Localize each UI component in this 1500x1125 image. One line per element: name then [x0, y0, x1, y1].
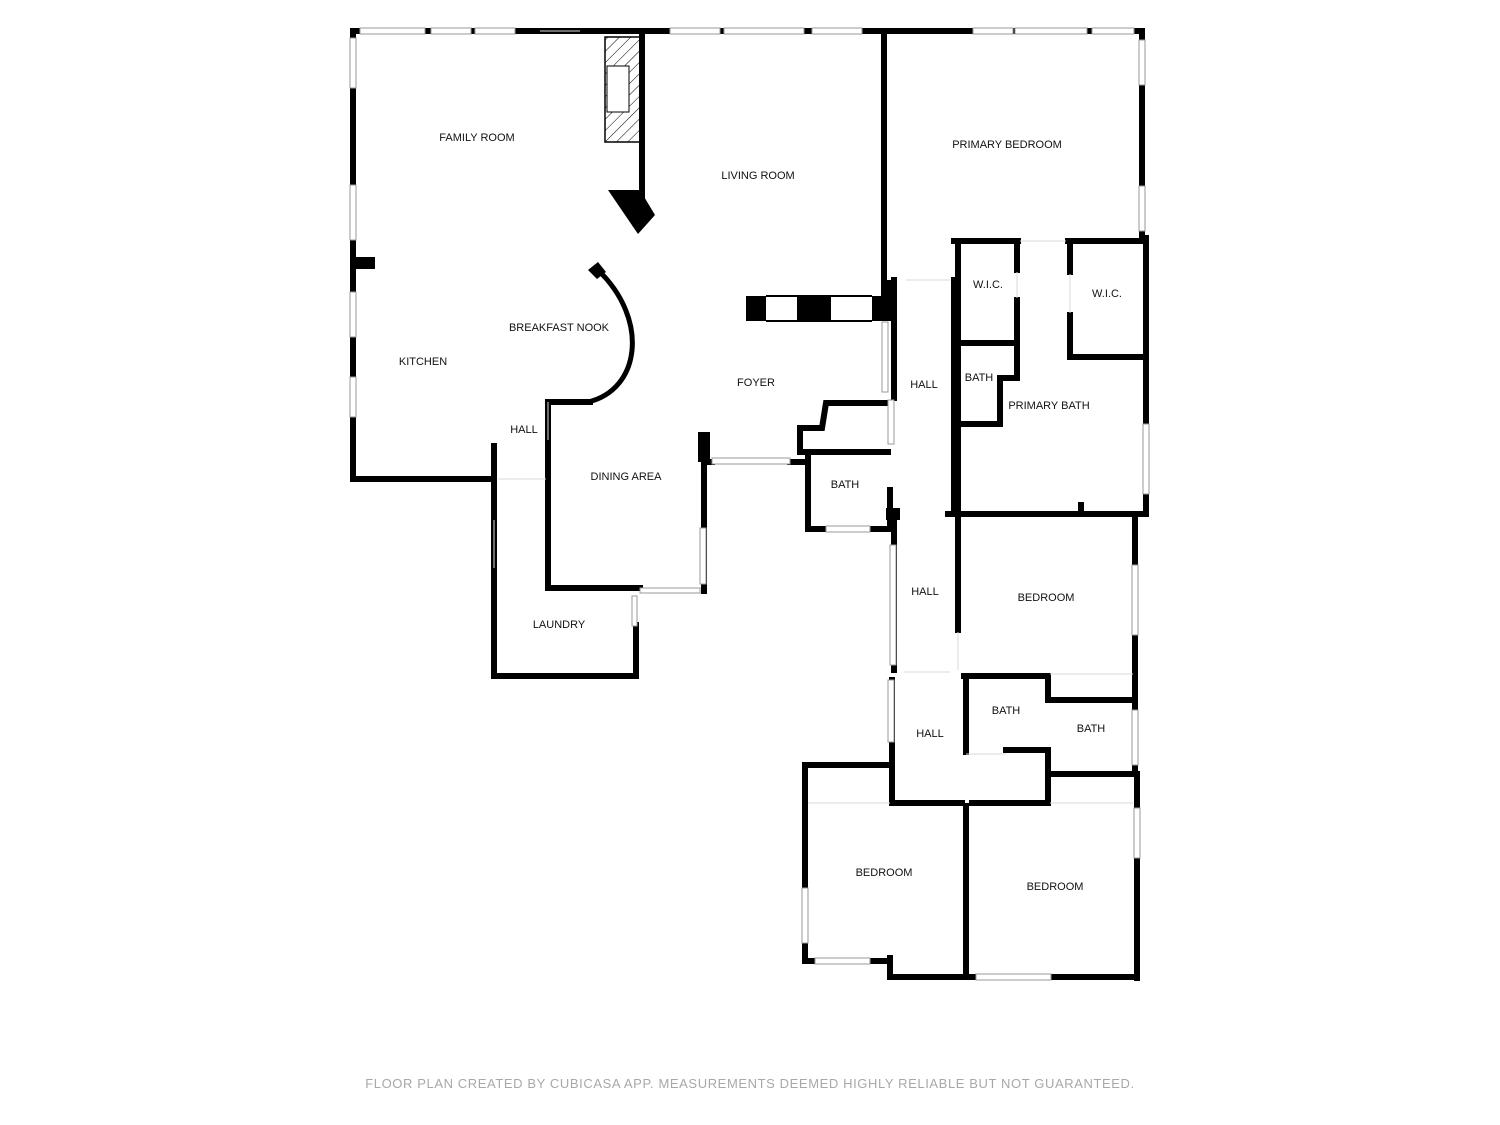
label-hall-lower: HALL	[916, 728, 944, 740]
disclaimer-footer: FLOOR PLAN CREATED BY CUBICASA APP. MEAS…	[365, 1076, 1135, 1091]
label-hall-middle: HALL	[911, 586, 939, 598]
interior-walls	[353, 28, 1149, 980]
label-primary-bath: PRIMARY BATH	[1008, 400, 1089, 412]
windows	[349, 27, 1150, 981]
label-wic-right: W.I.C.	[1092, 288, 1122, 300]
label-bedroom-middle: BEDROOM	[1018, 592, 1075, 604]
room-labels: FAMILY ROOM LIVING ROOM PRIMARY BEDROOM …	[399, 132, 1122, 893]
label-breakfast-nook: BREAKFAST NOOK	[509, 322, 610, 334]
label-hall-upper: HALL	[910, 379, 938, 391]
label-bath-lower-left: BATH	[992, 705, 1021, 717]
label-laundry: LAUNDRY	[533, 619, 586, 631]
label-bedroom-lower-left: BEDROOM	[856, 867, 913, 879]
label-wic-left: W.I.C.	[973, 279, 1003, 291]
label-family-room: FAMILY ROOM	[439, 132, 514, 144]
label-bath-center: BATH	[831, 479, 860, 491]
label-primary-bedroom: PRIMARY BEDROOM	[952, 139, 1062, 151]
label-bath-lower-right: BATH	[1077, 723, 1106, 735]
label-bedroom-lower-right: BEDROOM	[1027, 881, 1084, 893]
label-kitchen: KITCHEN	[399, 356, 447, 368]
openings	[493, 30, 1133, 804]
label-hall-kitchen: HALL	[510, 424, 538, 436]
label-foyer: FOYER	[737, 377, 775, 389]
label-bath-primary-small: BATH	[965, 372, 994, 384]
label-living-room: LIVING ROOM	[721, 170, 794, 182]
label-dining-area: DINING AREA	[591, 471, 663, 483]
